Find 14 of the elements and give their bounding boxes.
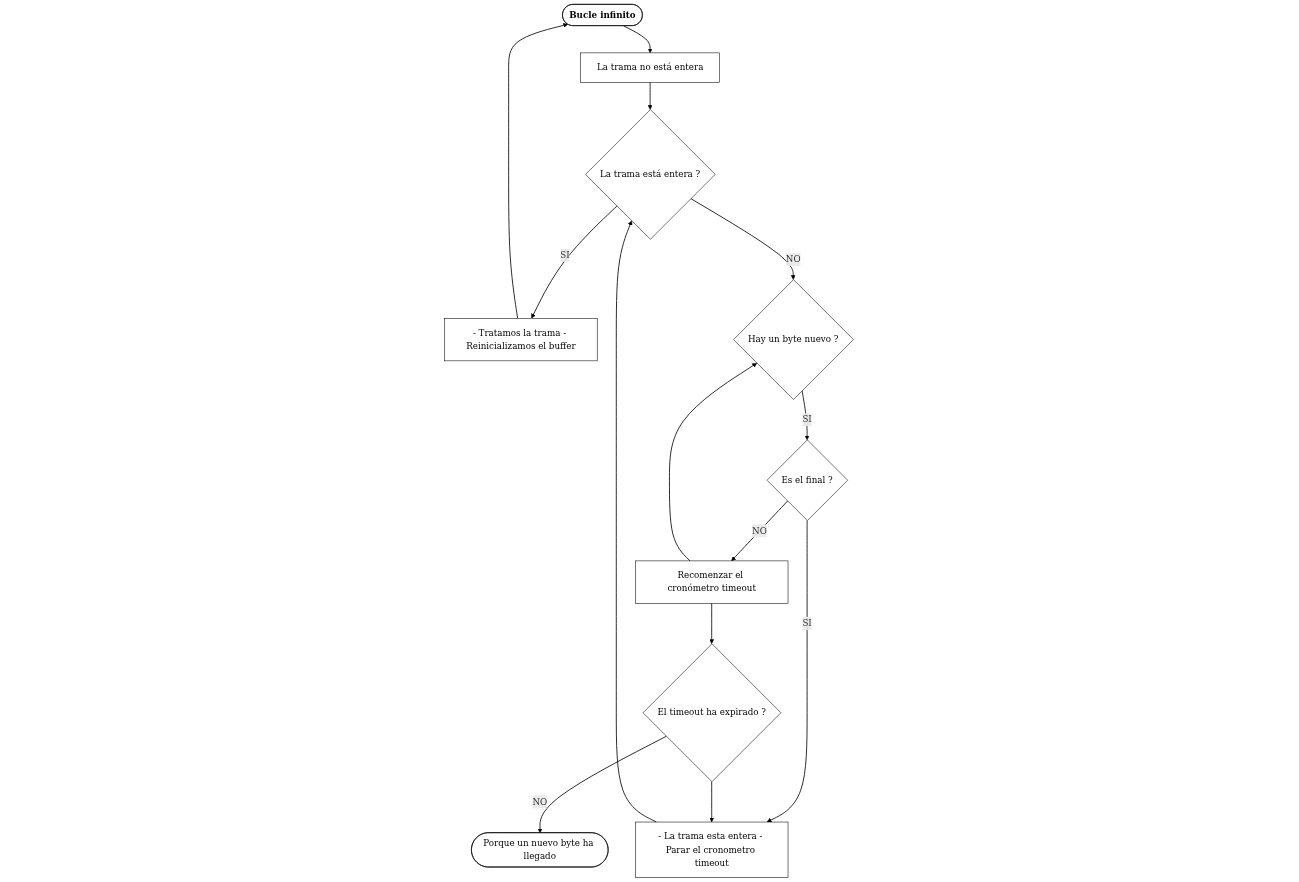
node-diamond: El timeout ha expirado ? xyxy=(643,643,782,782)
edge-label: SI xyxy=(802,414,813,425)
edge-label: NO xyxy=(786,254,802,265)
edge-label: SI xyxy=(560,249,571,261)
node-diamond: La trama está entera ? xyxy=(585,109,716,240)
node-box: - La trama esta entera - Parar el cronometro timeout xyxy=(635,821,789,878)
edge-label: NO xyxy=(752,525,768,536)
node-diamond: Hay un byte nuevo ? xyxy=(733,279,855,400)
edge-label: NO xyxy=(532,796,548,807)
node-box: Recomenzar el cronómetro timeout xyxy=(635,560,789,604)
edge-label: SI xyxy=(802,618,813,629)
node-box: - Tratamos la trama - Reinicializamos el buffer xyxy=(444,318,598,362)
node-diamond: Es el final ? xyxy=(767,439,849,521)
node-box: La trama no está entera xyxy=(580,52,721,83)
